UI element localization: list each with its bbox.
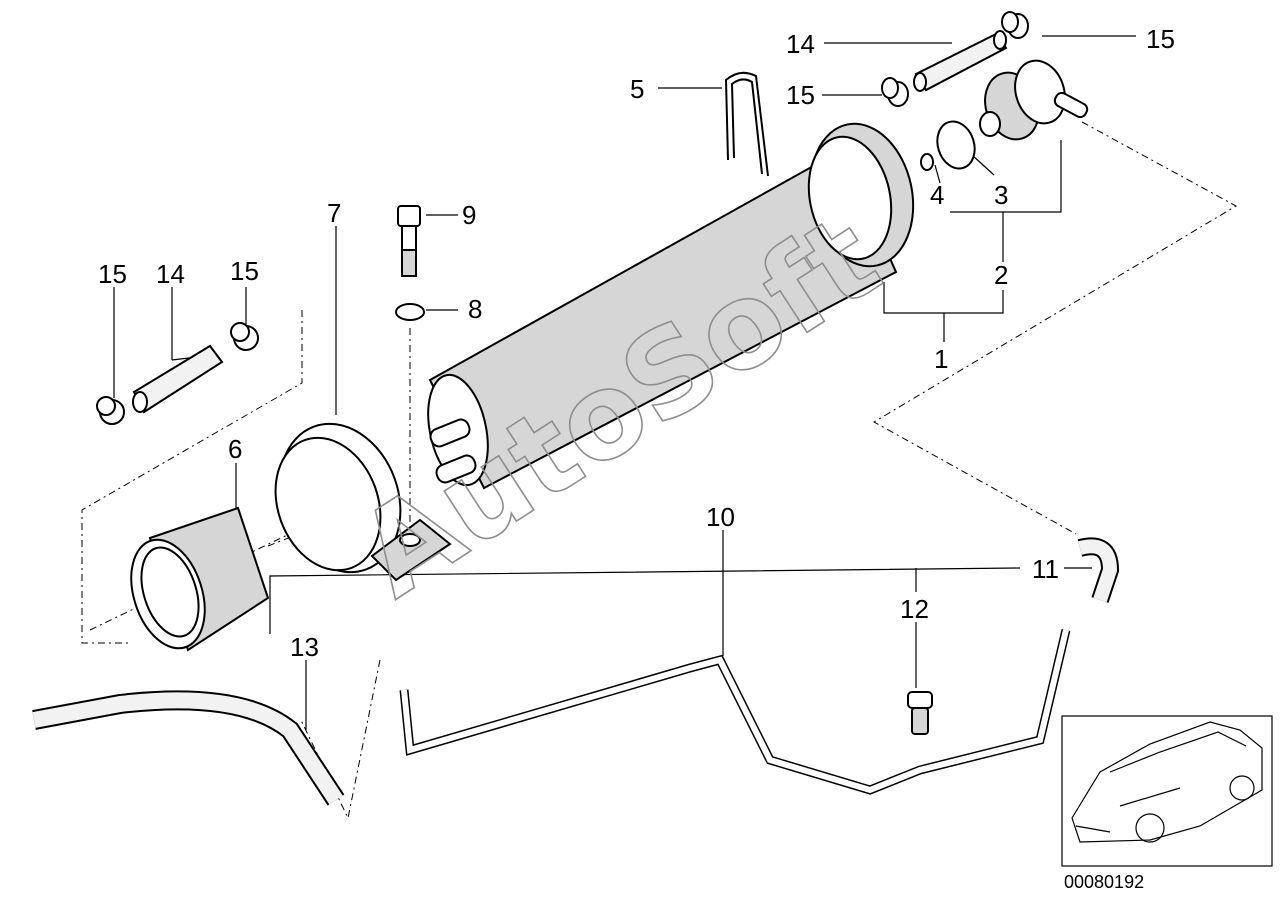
leader-lines bbox=[113, 35, 1136, 730]
hose-clamp-left-b bbox=[230, 322, 259, 351]
callout-12: 12 bbox=[900, 594, 929, 624]
callouts: 14 15 5 15 4 3 7 9 2 15 14 15 8 1 6 10 1… bbox=[98, 24, 1175, 662]
fuel-line bbox=[399, 628, 1071, 795]
callout-15-left-a: 15 bbox=[98, 259, 127, 289]
callout-6: 6 bbox=[228, 434, 242, 464]
callout-14-left: 14 bbox=[156, 259, 185, 289]
callout-13: 13 bbox=[290, 632, 319, 662]
callout-4: 4 bbox=[930, 180, 944, 210]
reference-number: 00080192 bbox=[1064, 872, 1144, 892]
filter-bracket bbox=[274, 422, 452, 582]
callout-5: 5 bbox=[630, 74, 644, 104]
watermark: AutoSoft bbox=[335, 188, 902, 623]
washer bbox=[395, 303, 425, 321]
hose-clamp-left-a bbox=[96, 396, 125, 425]
callout-14-top: 14 bbox=[786, 29, 815, 59]
hose-left bbox=[132, 344, 224, 414]
callout-10: 10 bbox=[706, 502, 735, 532]
seal-ring bbox=[920, 153, 934, 171]
hose-top bbox=[913, 30, 1008, 92]
callout-15-top-mid: 15 bbox=[786, 80, 815, 110]
clip bbox=[724, 71, 769, 177]
callout-8: 8 bbox=[468, 294, 482, 324]
line-clip bbox=[907, 691, 933, 735]
callout-7: 7 bbox=[327, 198, 341, 228]
callout-3: 3 bbox=[994, 180, 1008, 210]
hose-clamp-top-right bbox=[1001, 11, 1029, 39]
callout-1: 1 bbox=[934, 344, 948, 374]
callout-15-left-b: 15 bbox=[230, 256, 259, 286]
pressure-regulator bbox=[979, 59, 1089, 141]
callout-9: 9 bbox=[462, 200, 476, 230]
hose-clamp-top-mid bbox=[881, 77, 909, 107]
callout-15-top-right: 15 bbox=[1146, 24, 1175, 54]
vehicle-thumbnail bbox=[1061, 715, 1273, 867]
rubber-sleeve bbox=[130, 506, 270, 652]
callout-2: 2 bbox=[994, 260, 1008, 290]
callout-11: 11 bbox=[1032, 554, 1059, 584]
fuel-filter bbox=[427, 122, 915, 490]
o-ring bbox=[936, 120, 976, 170]
bolt bbox=[397, 205, 421, 277]
